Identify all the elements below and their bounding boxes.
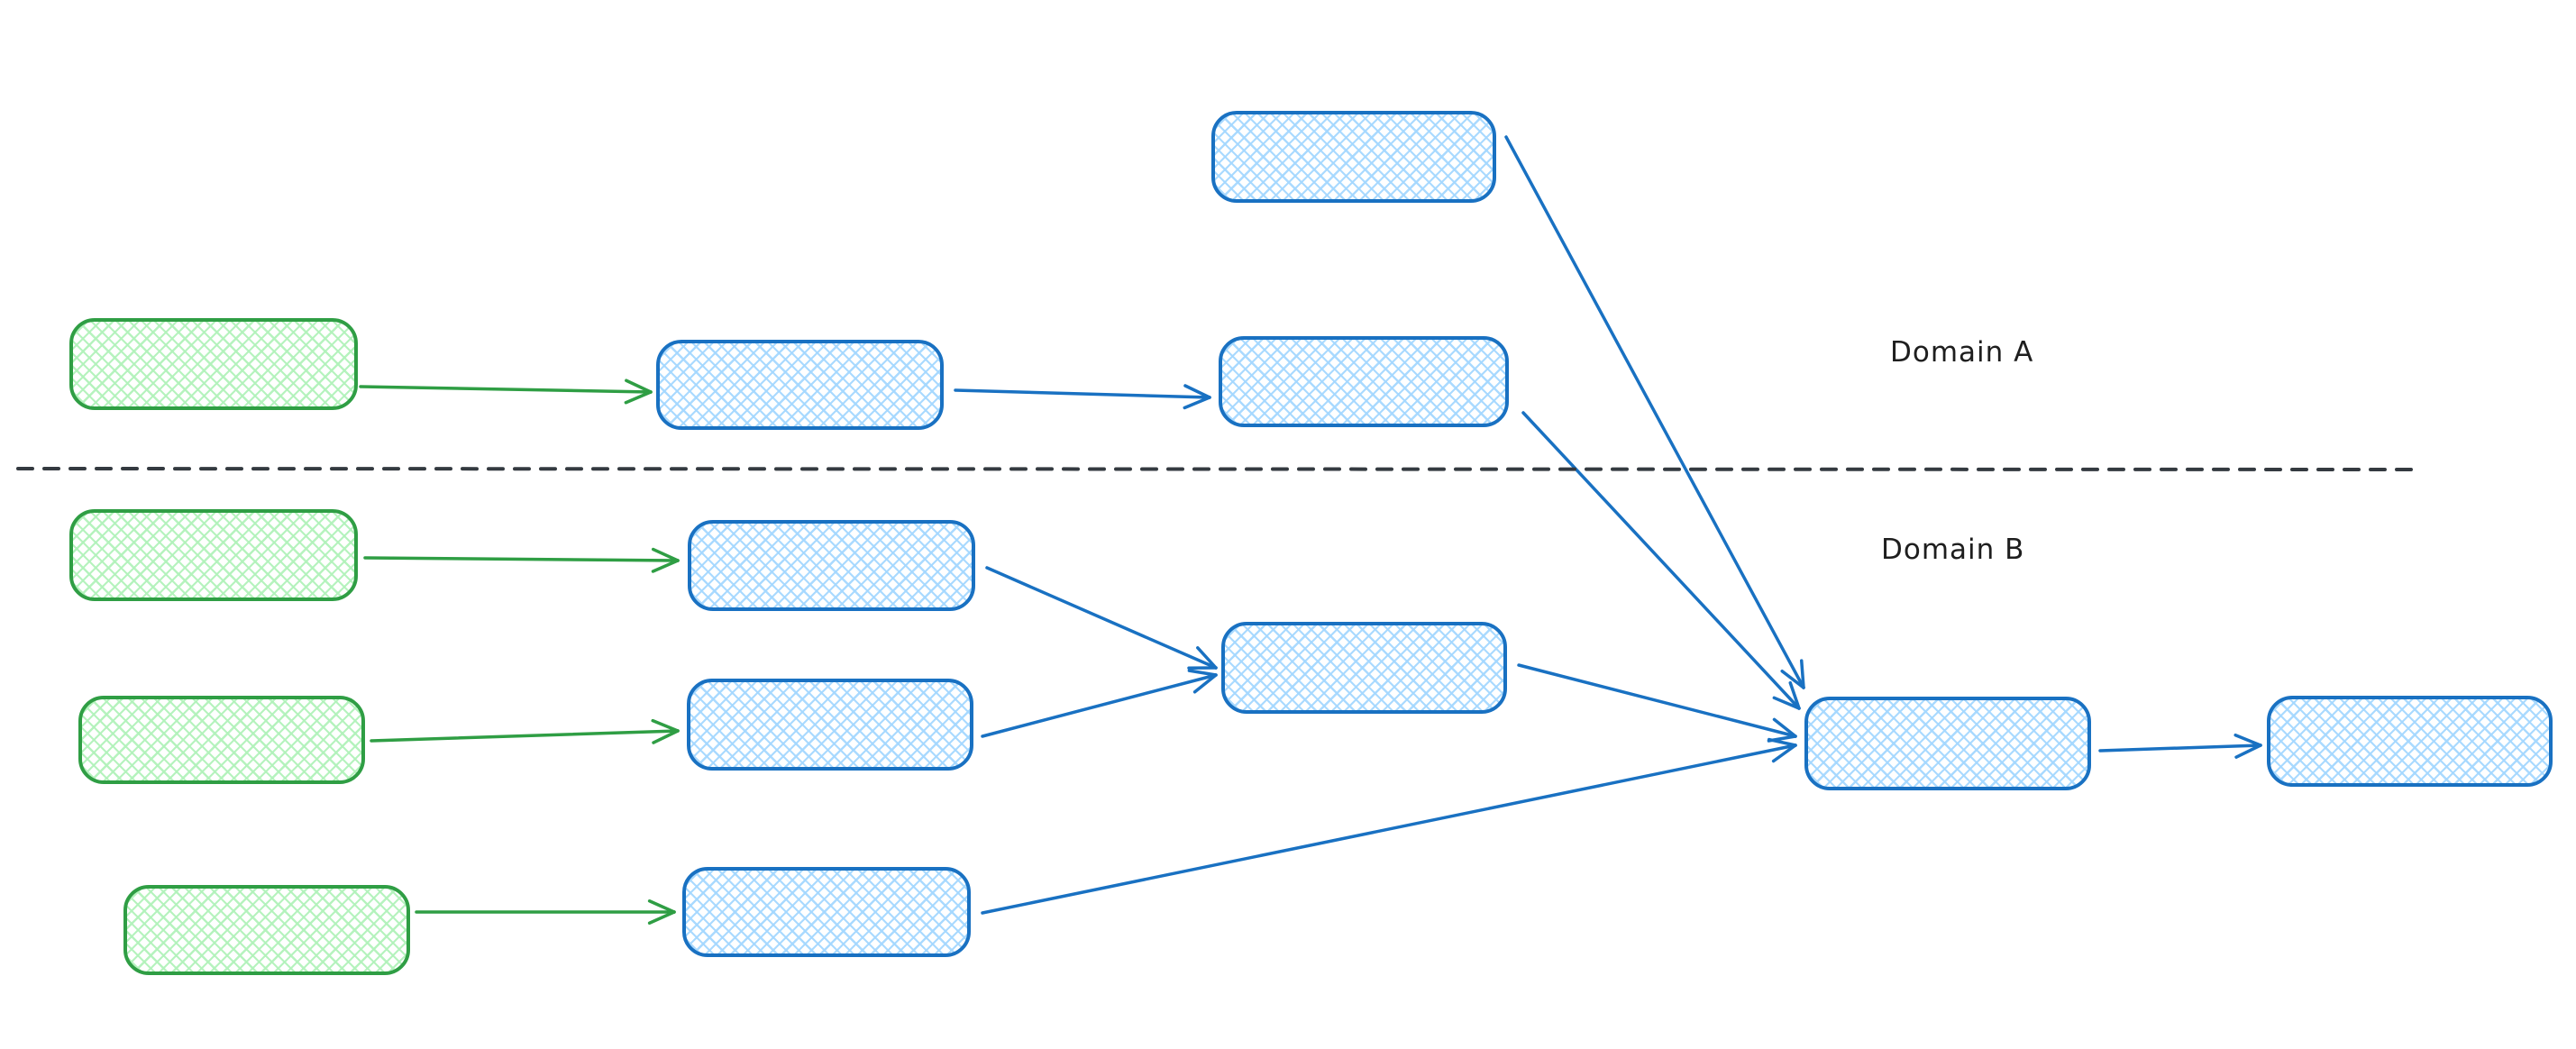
node-green-source-b2[interactable] bbox=[78, 696, 365, 784]
arrow-merge-to-final[interactable] bbox=[2098, 733, 2262, 759]
node-blue-merge-main[interactable] bbox=[1804, 697, 2091, 790]
arrow-blue-b3-to-merge[interactable] bbox=[981, 737, 1797, 915]
arrow-green-b1-to-blue-b1[interactable] bbox=[363, 547, 680, 573]
node-blue-step-b3[interactable] bbox=[682, 867, 971, 957]
arrow-merge-mid-to-merge[interactable] bbox=[1517, 663, 1797, 743]
domain-a-label: Domain A bbox=[1890, 336, 2034, 369]
node-blue-step-b1[interactable] bbox=[688, 520, 975, 611]
arrow-green-b3-to-blue-b3[interactable] bbox=[415, 899, 676, 925]
node-green-source-a[interactable] bbox=[69, 318, 358, 410]
arrow-green-a-to-blue-a1[interactable] bbox=[359, 379, 653, 405]
node-blue-step-a1[interactable] bbox=[656, 340, 944, 430]
node-blue-step-a2[interactable] bbox=[1219, 336, 1509, 427]
node-blue-top[interactable] bbox=[1211, 111, 1496, 203]
node-green-source-b3[interactable] bbox=[123, 885, 410, 975]
arrow-blue-a2-to-merge[interactable] bbox=[1521, 411, 1801, 710]
arrow-blue-b2-to-merge-mid[interactable] bbox=[981, 669, 1218, 738]
arrow-blue-top-to-merge[interactable] bbox=[1504, 135, 1805, 689]
domain-separator-line[interactable] bbox=[16, 467, 2415, 471]
node-green-source-b1[interactable] bbox=[69, 509, 358, 601]
node-blue-merge-mid[interactable] bbox=[1221, 622, 1507, 714]
domain-b-label: Domain B bbox=[1881, 534, 2025, 566]
arrow-green-b2-to-blue-b2[interactable] bbox=[370, 718, 680, 744]
arrow-blue-a1-to-blue-a2[interactable] bbox=[954, 384, 1211, 410]
node-blue-final[interactable] bbox=[2267, 696, 2553, 787]
arrow-blue-b1-to-merge-mid[interactable] bbox=[985, 566, 1218, 670]
node-blue-step-b2[interactable] bbox=[687, 679, 973, 771]
